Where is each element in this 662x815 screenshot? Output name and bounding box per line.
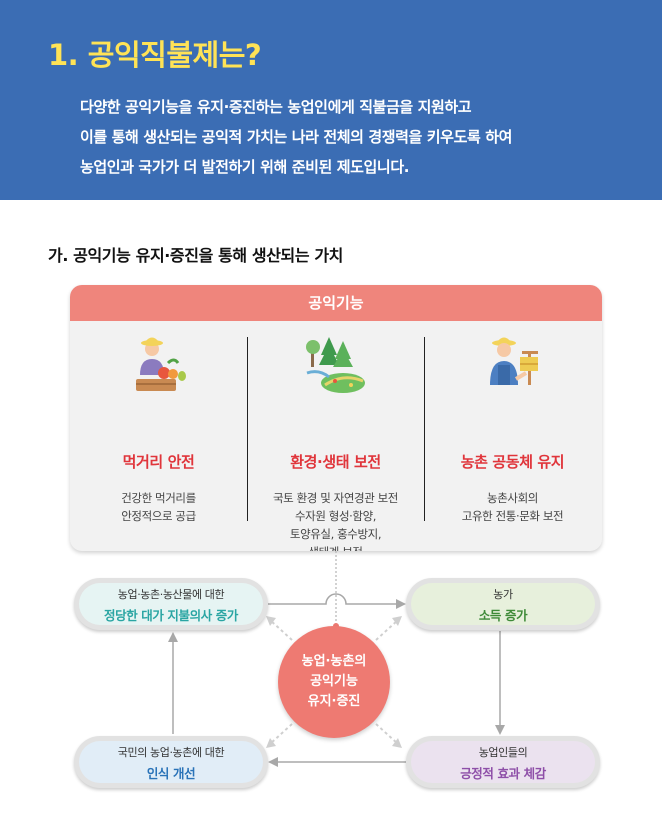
function-desc: 국토 환경 및 자연경관 보전 수자원 형성·함양, 토양유실, 홍수방지, 생…: [247, 489, 424, 551]
node-willingness-to-pay: 농업·농촌·농산물에 대한 정당한 대가 지불의사 증가: [74, 578, 268, 630]
desc-line: 고유한 전통·문화 보전: [461, 509, 564, 523]
forest-landscape-icon: [305, 333, 367, 393]
center-line: 유지·증진: [307, 694, 361, 709]
arrow-top: [268, 593, 406, 609]
column-divider: [247, 337, 248, 521]
function-desc: 건강한 먹거리를 안정적으로 공급: [70, 489, 247, 525]
desc-line: 안정적으로 공급: [121, 509, 196, 523]
node-line2: 정당한 대가 지불의사 증가: [104, 608, 238, 623]
page-title: 1. 공익직불제는?: [48, 38, 262, 72]
desc-line: 이를 통해 생산되는 공익적 가치는 나라 전체의 경쟁력을 키우도록 하여: [80, 128, 513, 146]
section-title: 가. 공익기능 유지·증진을 통해 생산되는 가치: [48, 246, 343, 265]
center-circle: 농업·농촌의 공익기능 유지·증진: [278, 626, 390, 738]
public-function-box: 공익기능 먹거리 안전 건강한 먹거리를 안정적으로 공급: [70, 285, 602, 551]
function-title: 먹거리 안전: [122, 453, 195, 471]
desc-line: 생태계 보전: [247, 543, 424, 551]
node-perception-improvement: 국민의 농업·농촌에 대한 인식 개선: [74, 736, 268, 788]
node-line1: 국민의 농업·농촌에 대한: [117, 746, 225, 759]
header-description: 다양한 공익기능을 유지·증진하는 농업인에게 직불금을 지원하고 이를 통해 …: [80, 92, 640, 182]
node-income-increase: 농가 소득 증가: [406, 578, 600, 630]
column-divider: [424, 337, 425, 521]
desc-line: 건강한 먹거리를: [121, 491, 196, 505]
farmer-produce-icon: [128, 333, 190, 393]
center-line: 공익기능: [310, 674, 358, 689]
desc-line: 농촌사회의: [487, 491, 538, 505]
node-line2: 긍정적 효과 체감: [460, 766, 546, 781]
node-line1: 농업인들의: [478, 746, 528, 759]
desc-line: 농업인과 국가가 더 발전하기 위해 준비된 제도입니다.: [80, 158, 410, 176]
node-positive-effect: 농업인들의 긍정적 효과 체감: [406, 736, 600, 788]
node-line1: 농가: [493, 588, 513, 601]
node-line2: 인식 개선: [146, 766, 196, 781]
function-environment: 환경·생태 보전 국토 환경 및 자연경관 보전 수자원 형성·함양, 토양유실…: [247, 321, 424, 551]
function-title: 환경·생태 보전: [290, 453, 381, 471]
function-food-safety: 먹거리 안전 건강한 먹거리를 안정적으로 공급: [70, 321, 247, 551]
node-line2: 소득 증가: [478, 608, 528, 623]
function-desc: 농촌사회의 고유한 전통·문화 보전: [424, 489, 601, 525]
desc-line: 수자원 형성·함양,: [294, 509, 377, 523]
desc-line: 다양한 공익기능을 유지·증진하는 농업인에게 직불금을 지원하고: [80, 98, 472, 116]
node-line1: 농업·농촌·농산물에 대한: [117, 588, 225, 601]
function-header: 공익기능: [70, 285, 602, 321]
function-community: 농촌 공동체 유지 농촌사회의 고유한 전통·문화 보전: [424, 321, 601, 551]
header-banner: 1. 공익직불제는? 다양한 공익기능을 유지·증진하는 농업인에게 직불금을 …: [0, 0, 662, 200]
function-title: 농촌 공동체 유지: [460, 453, 565, 471]
farmer-community-icon: [482, 333, 544, 393]
desc-line: 국토 환경 및 자연경관 보전: [272, 491, 398, 505]
desc-line: 토양유실, 홍수방지,: [289, 527, 382, 541]
center-line: 농업·농촌의: [301, 654, 367, 669]
